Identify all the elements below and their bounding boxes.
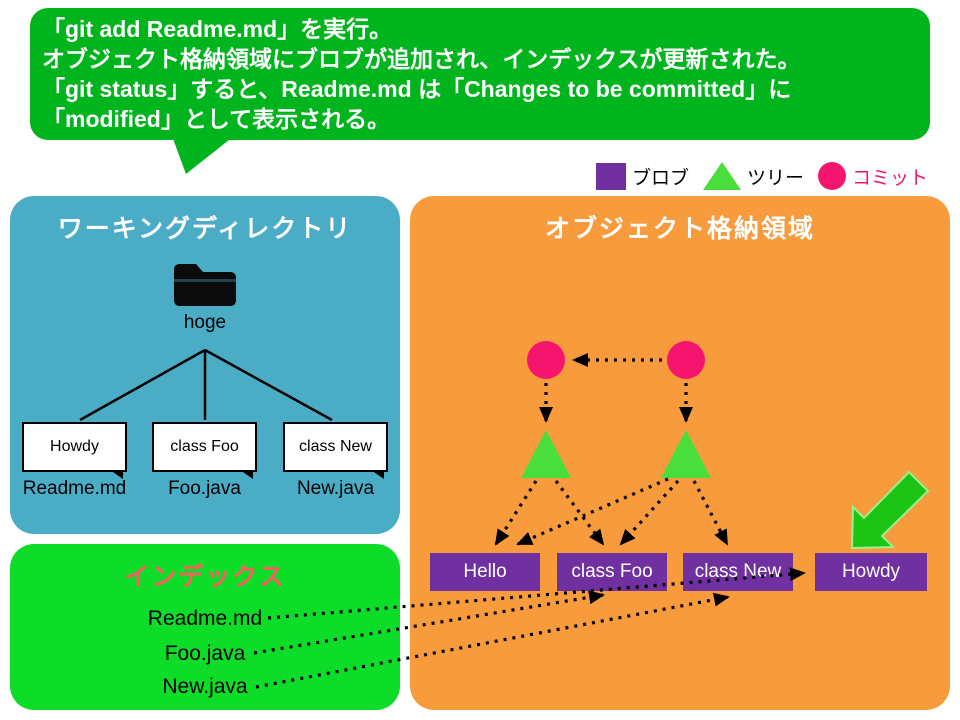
tree-node-1 [521, 430, 571, 478]
file-content-class-new: class New [299, 438, 372, 455]
index-entry-new: New.java [162, 675, 248, 698]
working-directory-panel: ワーキングディレクトリ hoge Howdy class Foo class N… [10, 196, 400, 534]
tree-swatch-icon [703, 162, 742, 190]
bubble-line-4: 「modified」として表示される。 [42, 106, 391, 132]
tree-node-2 [661, 430, 711, 478]
index-title: インデックス [124, 563, 286, 591]
index-panel: インデックス Readme.md Foo.java New.java [10, 544, 400, 710]
speech-bubble-tail [172, 136, 234, 174]
file-box-readme: Howdy [22, 422, 127, 479]
index-entry-readme: Readme.md [147, 607, 263, 630]
bubble-line-3: 「git status」すると、Readme.md は「Changes to b… [42, 76, 792, 102]
commit-legend-label: コミット [852, 167, 929, 189]
bubble-line-1: 「git add Readme.md」を実行。 [42, 16, 393, 42]
file-name-foo: Foo.java [168, 478, 241, 499]
file-content-howdy: Howdy [50, 438, 99, 455]
blob-class-foo: class Foo [557, 553, 667, 591]
file-name-new: New.java [296, 478, 375, 499]
commit-node-2 [667, 341, 705, 379]
commit-swatch-icon [818, 162, 847, 190]
working-directory-title: ワーキングディレクトリ [57, 215, 353, 243]
blob-howdy: Howdy [815, 553, 927, 591]
folder-icon [174, 264, 236, 306]
index-entry-foo: Foo.java [164, 642, 246, 665]
tree-legend-label: ツリー [747, 167, 805, 189]
page-fold-icon [240, 470, 253, 479]
blob-hello: Hello [430, 553, 540, 591]
object-storage-title: オブジェクト格納領域 [544, 215, 815, 243]
folder-name-label: hoge [183, 312, 227, 333]
page-fold-icon [371, 470, 384, 479]
legend: ブロブ ツリー コミット [596, 160, 942, 192]
file-name-readme: Readme.md [22, 478, 127, 499]
blob-legend-label: ブロブ [632, 167, 690, 189]
blob-swatch-icon [596, 162, 626, 190]
file-box-foo: class Foo [152, 422, 257, 479]
commit-node-1 [527, 341, 565, 379]
file-box-new: class New [283, 422, 388, 479]
page-fold-icon [110, 470, 123, 479]
blob-class-new: class New [683, 553, 793, 591]
speech-bubble: 「git add Readme.md」を実行。 オブジェクト格納領域にブロブが追… [30, 8, 930, 140]
file-content-class-foo: class Foo [170, 438, 239, 455]
object-storage-panel: オブジェクト格納領域 Hello class Foo class New How… [410, 196, 950, 710]
bubble-line-2: オブジェクト格納領域にブロブが追加され、インデックスが更新された。 [42, 46, 801, 72]
